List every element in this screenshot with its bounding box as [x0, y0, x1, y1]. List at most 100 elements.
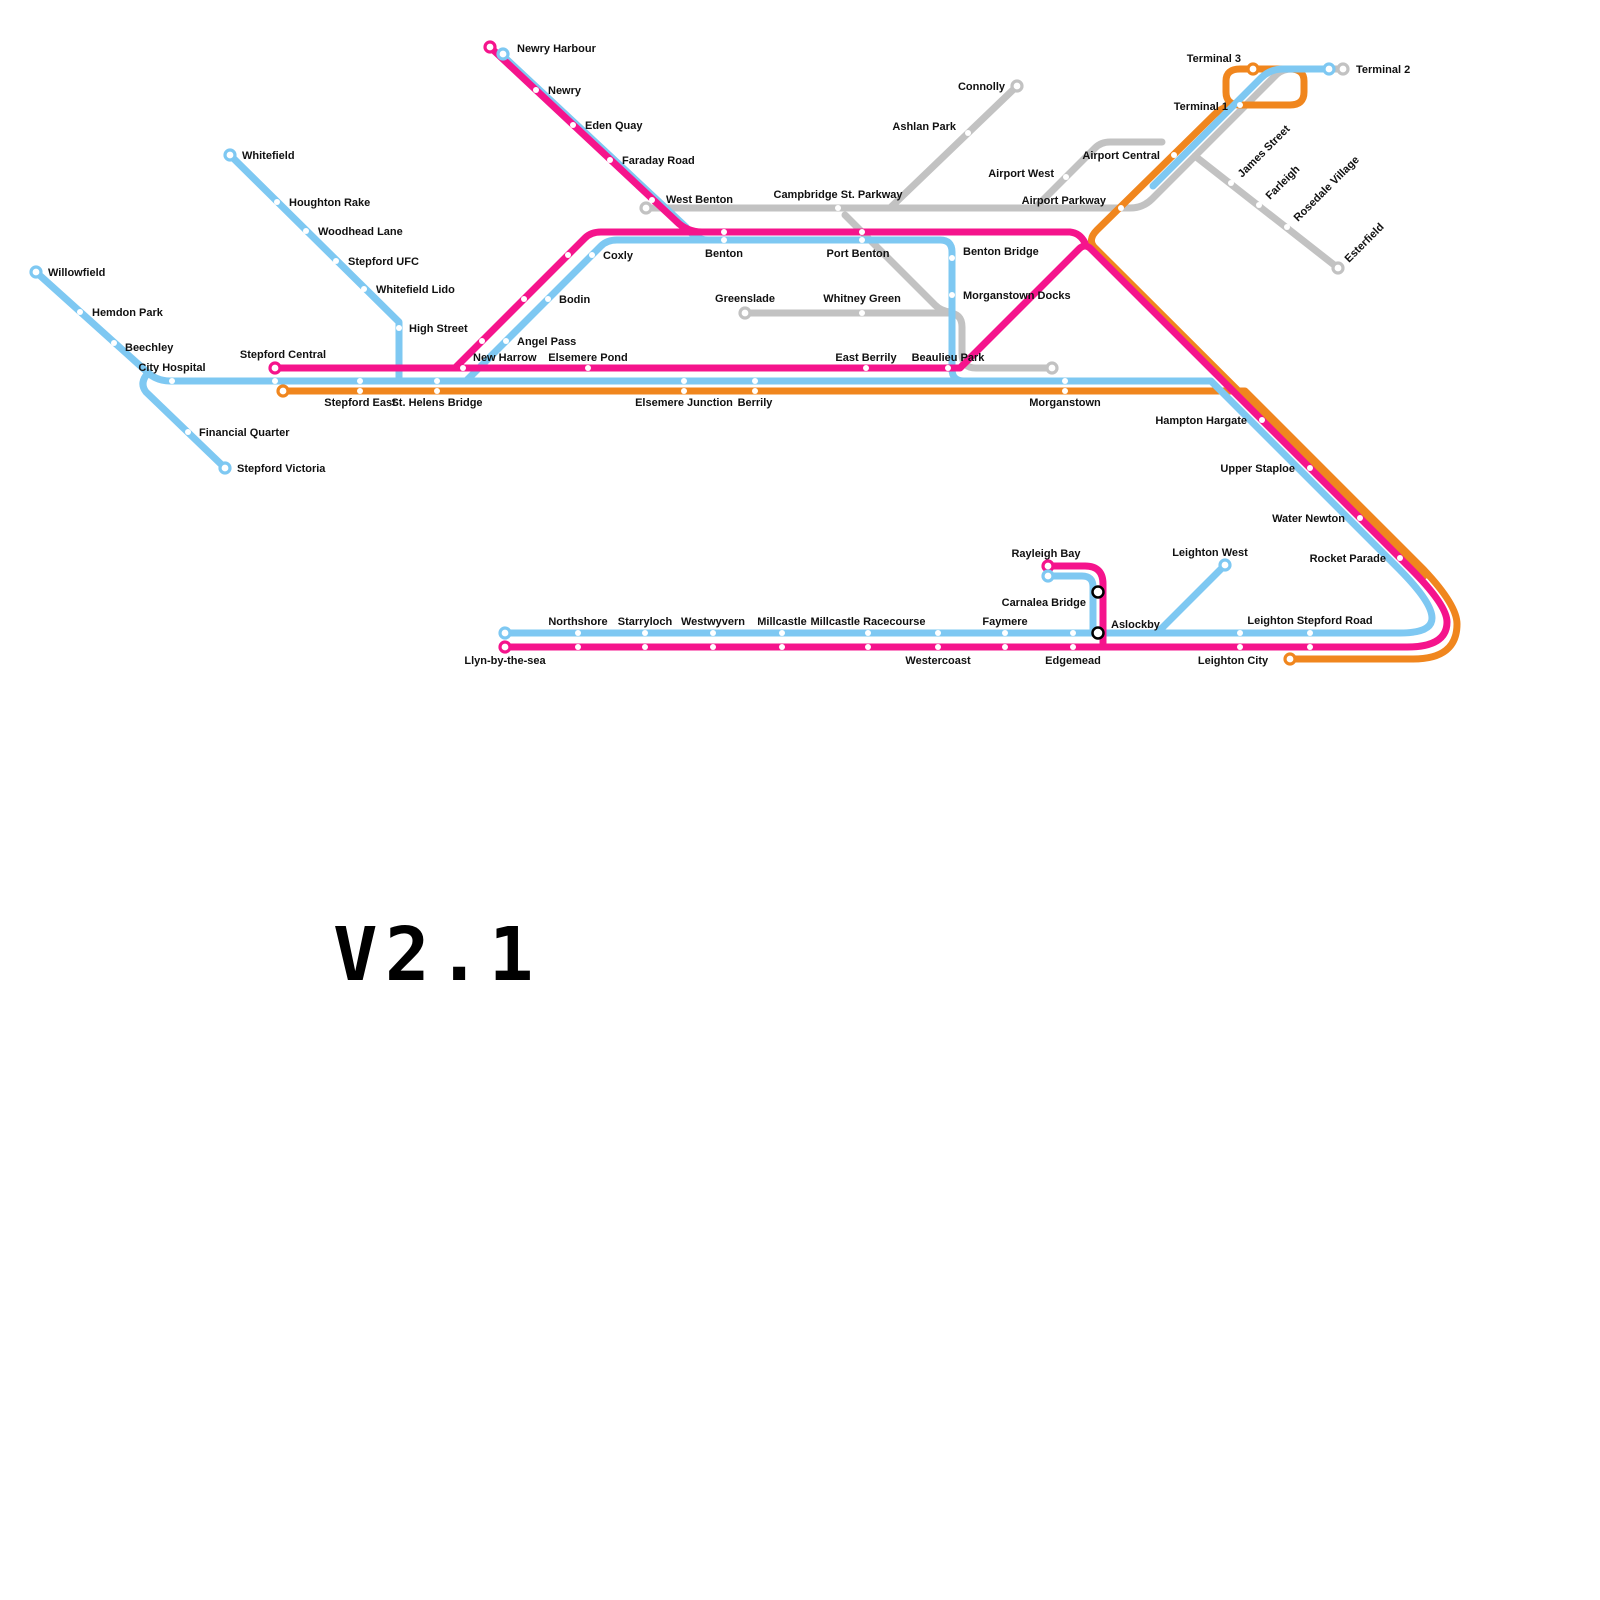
- station-label: Whitefield Lido: [376, 284, 455, 296]
- station-terminus-ring: [29, 265, 43, 279]
- station-label: Faraday Road: [622, 155, 695, 167]
- station-dot: [1002, 630, 1008, 636]
- station-label: Faymere: [982, 616, 1027, 628]
- station-dot: [681, 388, 687, 394]
- station-terminus-ring: [223, 148, 237, 162]
- station-dot: [965, 130, 971, 136]
- station-dot: [859, 237, 865, 243]
- station-terminus-ring: [218, 461, 232, 475]
- station-dot: [1397, 555, 1403, 561]
- station-dot: [357, 388, 363, 394]
- station-dot: [949, 292, 955, 298]
- station-label: Esterfield: [1343, 221, 1387, 265]
- station-terminus-ring: [1041, 569, 1055, 583]
- station-label: Elsemere Pond: [548, 352, 627, 364]
- station-dot: [1070, 630, 1076, 636]
- station-dot: [565, 252, 571, 258]
- station-dot: [274, 199, 280, 205]
- station-label: Angel Pass: [517, 336, 576, 348]
- station-dot: [1002, 644, 1008, 650]
- station-dot: [575, 630, 581, 636]
- line-waterline-blue: [226, 151, 403, 385]
- line-waterline-blue: [1154, 561, 1229, 636]
- station-interchange-ring: [1091, 626, 1105, 640]
- station-label: Ashlan Park: [892, 121, 956, 133]
- station-dot: [863, 365, 869, 371]
- station-label: Benton: [705, 248, 743, 260]
- station-dot: [361, 286, 367, 292]
- station-label: Terminal 2: [1356, 64, 1410, 76]
- station-dot: [1259, 417, 1265, 423]
- station-dot: [169, 378, 175, 384]
- station-label: Eden Quay: [585, 120, 643, 132]
- station-dot: [570, 122, 576, 128]
- station-label: City Hospital: [138, 362, 205, 374]
- station-label: Northshore: [548, 616, 607, 628]
- station-dot: [681, 378, 687, 384]
- station-label: Beaulieu Park: [912, 352, 986, 364]
- station-label: New Harrow: [473, 352, 537, 364]
- station-label: Rocket Parade: [1310, 553, 1386, 565]
- station-label: Financial Quarter: [199, 427, 290, 439]
- line-airlink-orange: [279, 387, 1461, 663]
- station-label: Stepford East: [324, 397, 396, 409]
- station-terminus-ring: [1010, 79, 1024, 93]
- station-dot: [434, 388, 440, 394]
- station-dot: [1070, 644, 1076, 650]
- station-label: Beechley: [125, 342, 174, 354]
- station-dot: [396, 325, 402, 331]
- station-terminus-ring: [496, 47, 510, 61]
- station-label: Connolly: [958, 81, 1006, 93]
- line-waterline-blue: [32, 268, 1436, 637]
- station-dot: [589, 252, 595, 258]
- station-label: Airport Parkway: [1022, 195, 1107, 207]
- station-dot: [1228, 180, 1234, 186]
- station-label: Westwyvern: [681, 616, 745, 628]
- station-label: Stepford Central: [240, 349, 326, 361]
- station-dot: [1237, 102, 1243, 108]
- station-label: High Street: [409, 323, 468, 335]
- station-label: Greenslade: [715, 293, 775, 305]
- station-label: Edgemead: [1045, 655, 1101, 667]
- station-terminus-ring: [1218, 558, 1232, 572]
- station-dot: [642, 644, 648, 650]
- station-dot: [1237, 630, 1243, 636]
- station-label: Berrily: [738, 397, 774, 409]
- station-dot: [1357, 515, 1363, 521]
- station-terminus-ring: [639, 201, 653, 215]
- line-airlink-orange: [1222, 65, 1308, 109]
- station-label: Water Newton: [1272, 513, 1345, 525]
- station-label: Starryloch: [618, 616, 673, 628]
- station-terminus-ring: [1336, 62, 1350, 76]
- station-label: Farleigh: [1264, 163, 1303, 202]
- station-dot: [607, 157, 613, 163]
- station-dot: [545, 296, 551, 302]
- station-dot: [865, 630, 871, 636]
- line-connect-pink: [1044, 562, 1107, 651]
- line-airlink-orange: [1088, 101, 1428, 580]
- station-label: Leighton City: [1198, 655, 1269, 667]
- station-dot: [460, 365, 466, 371]
- station-label: Stepford UFC: [348, 256, 419, 268]
- station-dot: [935, 630, 941, 636]
- station-dot: [859, 310, 865, 316]
- station-terminus-ring: [498, 640, 512, 654]
- station-label: Terminal 3: [1187, 53, 1241, 65]
- station-dot: [649, 197, 655, 203]
- station-terminus-ring: [1246, 62, 1260, 76]
- station-dot: [779, 644, 785, 650]
- line-metro-gray: [1191, 152, 1342, 272]
- station-label: Port Benton: [827, 248, 890, 260]
- station-label: Westercoast: [905, 655, 971, 667]
- station-label: Bodin: [559, 294, 590, 306]
- station-dot: [575, 644, 581, 650]
- station-label: Elsemere Junction: [635, 397, 733, 409]
- station-dot: [721, 229, 727, 235]
- station-dot: [272, 378, 278, 384]
- station-label: Terminal 1: [1174, 101, 1228, 113]
- station-dot: [434, 378, 440, 384]
- station-terminus-ring: [483, 40, 497, 54]
- station-label: Campbridge St. Parkway: [774, 189, 904, 201]
